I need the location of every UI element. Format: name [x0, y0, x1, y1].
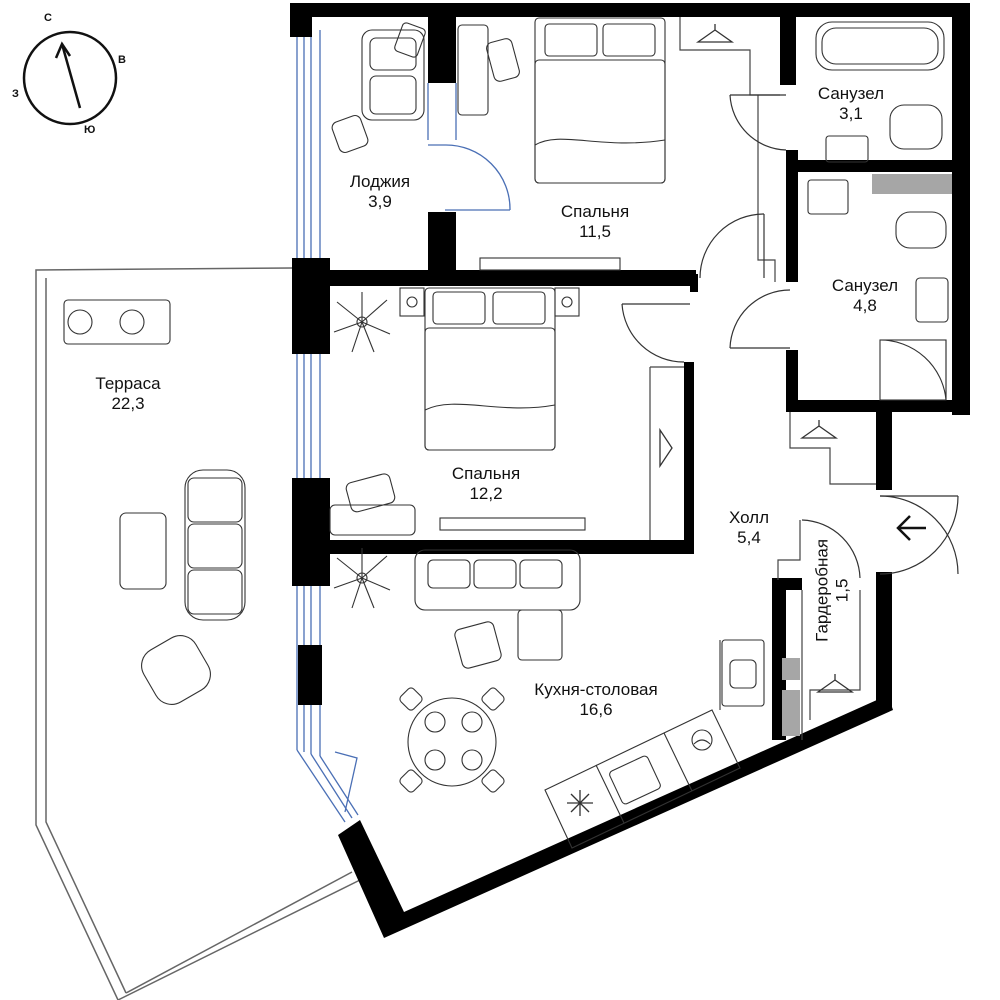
- room-name: Санузел: [817, 84, 885, 103]
- loggia-door: [427, 83, 511, 211]
- room-label-bedroom-1: Спальня 11,5: [545, 202, 645, 243]
- room-area: 16,6: [579, 700, 613, 720]
- washing-machine-icon: [691, 729, 713, 751]
- room-label-loggia: Лоджия 3,9: [338, 172, 422, 213]
- compass-south-letter: Ю: [84, 124, 96, 136]
- room-area: 1,5: [833, 578, 852, 603]
- room-name: Лоджия: [349, 172, 411, 191]
- compass-east-letter: В: [118, 54, 126, 66]
- room-label-bedroom-2: Спальня 12,2: [436, 464, 536, 505]
- room-label-terrace: Терраса 22,3: [80, 374, 176, 415]
- room-name: Спальня: [560, 202, 630, 221]
- room-area: 3,9: [368, 192, 392, 212]
- room-area: 11,5: [579, 222, 611, 242]
- walls: [290, 3, 970, 938]
- room-area: 22,3: [111, 394, 145, 414]
- room-name: Холл: [728, 508, 770, 527]
- room-area: 3,1: [839, 104, 863, 124]
- room-name: Кухня-столовая: [534, 680, 658, 699]
- compass-west-letter: З: [12, 88, 19, 100]
- room-label-kitchen: Кухня-столовая 16,6: [514, 680, 678, 721]
- room-label-wardrobe: Гардеробная 1,5: [813, 530, 854, 650]
- room-label-bathroom-1: Санузел 3,1: [806, 84, 896, 125]
- room-name: Гардеробная: [812, 538, 832, 642]
- doors: [621, 94, 959, 579]
- furniture: [63, 17, 949, 849]
- glazing: [296, 30, 359, 823]
- compass-icon: [22, 30, 118, 126]
- room-area: 5,4: [737, 528, 761, 548]
- room-name: Терраса: [95, 374, 161, 393]
- room-name: Спальня: [451, 464, 521, 483]
- room-label-hall: Холл 5,4: [712, 508, 786, 549]
- shafts: [782, 174, 952, 736]
- room-area: 12,2: [469, 484, 503, 504]
- room-area: 4,8: [853, 296, 877, 316]
- compass-north-letter: С: [44, 12, 52, 24]
- snowflake-icon: [567, 790, 593, 816]
- entrance-arrow-icon: [896, 515, 926, 541]
- hanger-icon: [659, 24, 855, 693]
- terrace-outline: [35, 267, 361, 1000]
- room-name: Санузел: [831, 276, 899, 295]
- room-label-bathroom-2: Санузел 4,8: [820, 276, 910, 317]
- plant-icon: [333, 292, 391, 609]
